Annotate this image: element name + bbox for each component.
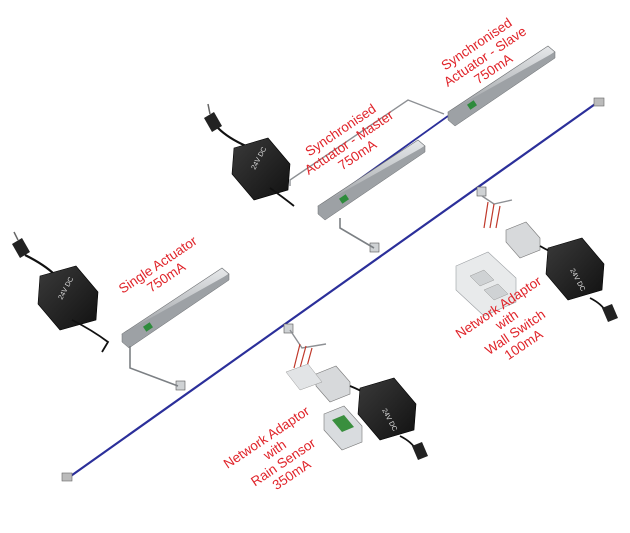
slave-actuator <box>447 45 556 127</box>
network-adaptor-icon <box>505 221 541 259</box>
power-supply-icon <box>545 237 605 301</box>
wall-switch-icon <box>455 251 517 317</box>
main-bus-cable <box>61 97 605 482</box>
power-supply-icon <box>231 137 291 201</box>
master-actuator <box>317 139 426 249</box>
power-supply-icon <box>37 265 99 331</box>
power-supply-icon <box>357 377 417 441</box>
network-adaptor-icon <box>315 365 351 403</box>
psu-single-actuator: 24V DC <box>12 231 110 353</box>
connector <box>283 323 294 334</box>
mains-plug-icon <box>12 238 30 258</box>
connector <box>476 186 487 197</box>
bus-connectors <box>175 186 487 391</box>
connector <box>369 242 380 253</box>
mains-plug-icon <box>412 442 428 460</box>
rain-sensor-branch: 24V DC <box>285 329 428 460</box>
single-actuator <box>121 267 230 387</box>
mains-plug-icon <box>204 112 222 132</box>
psu-master: 24V DC <box>204 103 295 207</box>
mains-plug-icon <box>602 304 618 322</box>
sync-cable <box>289 99 445 186</box>
wall-switch-branch: 24V DC <box>455 195 618 322</box>
